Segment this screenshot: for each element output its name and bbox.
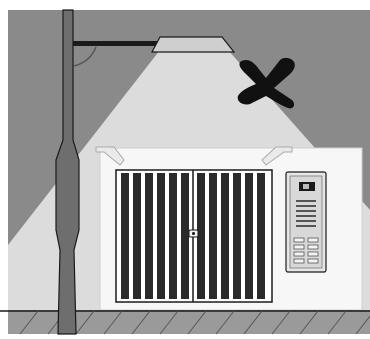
gate xyxy=(116,170,272,302)
intercom-panel xyxy=(286,172,326,272)
gate-lock-icon xyxy=(189,230,198,237)
ground xyxy=(0,310,370,334)
lamp-head xyxy=(152,37,234,52)
